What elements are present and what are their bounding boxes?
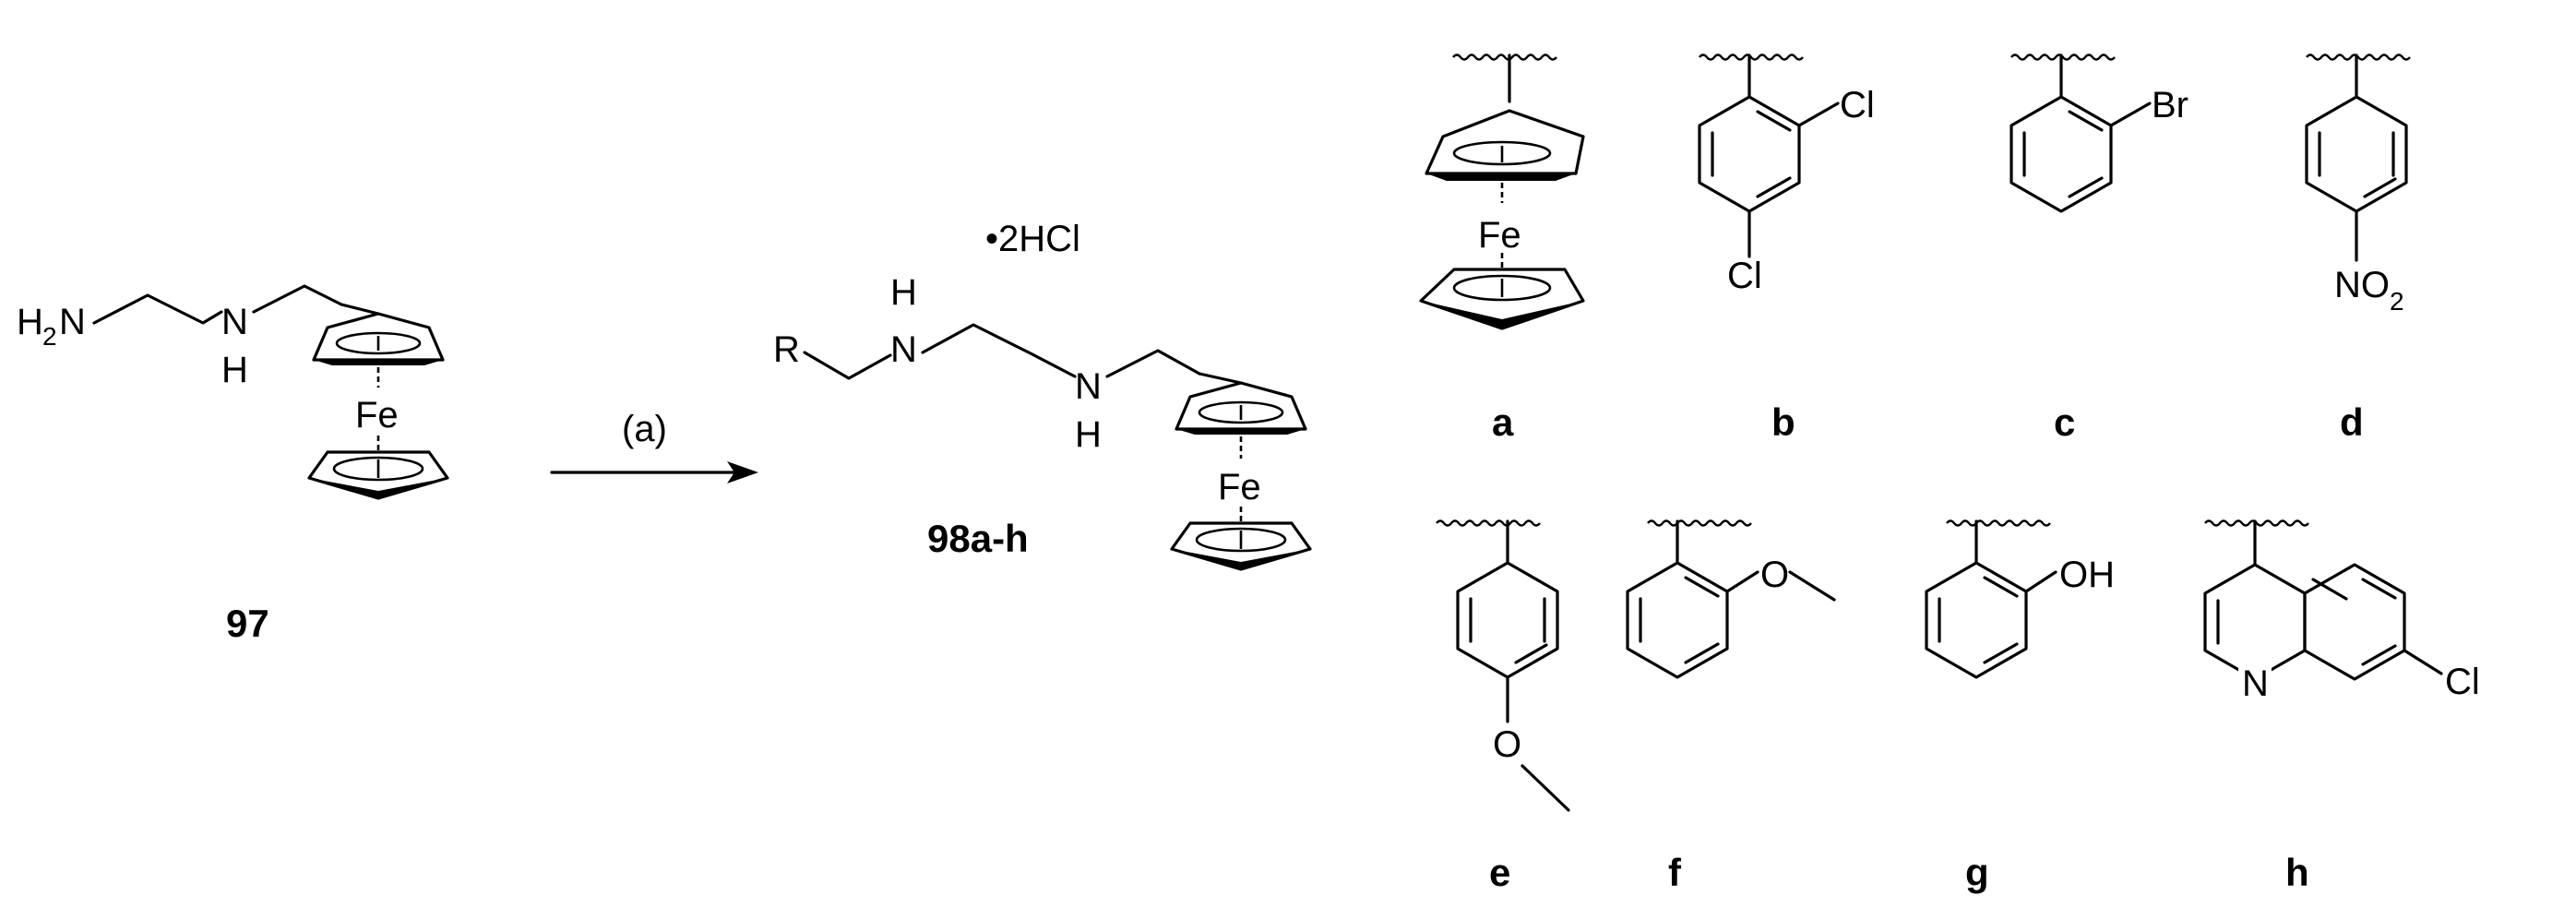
substituent-b: Cl Cl b [1698, 54, 1875, 444]
atom-h-2: H [1075, 414, 1102, 455]
r-bond [803, 351, 892, 380]
r-group: R [773, 329, 800, 370]
atom-h2n-sub: 2 [42, 322, 57, 351]
atom-n-1: N [890, 329, 917, 370]
compound-97: H 2 N N H Fe 97 [17, 284, 449, 645]
atom-h2n-h: H [17, 302, 43, 342]
atom-fe-98: Fe [1218, 467, 1261, 507]
ethylene-bond-98 [921, 323, 1077, 378]
atom-no2: NO [2334, 265, 2390, 305]
label-h: h [2285, 851, 2309, 894]
atom-cl-b1: Cl [1840, 85, 1875, 125]
atom-o-f: O [1760, 555, 1789, 595]
atom-h-1: H [890, 272, 917, 313]
atom-o-e: O [1493, 724, 1521, 765]
atom-fe-a: Fe [1478, 215, 1521, 256]
label-a: a [1492, 400, 1514, 444]
substituent-e: O e [1436, 519, 1570, 894]
methylene-bond-98 [1105, 349, 1201, 378]
substituent-f: O f [1626, 519, 1836, 894]
compound-98: •2HCl R H N N H Fe 98a-h [773, 219, 1312, 571]
atom-h2n-n: N [59, 302, 86, 342]
atom-br: Br [2152, 85, 2188, 125]
salt-label: •2HCl [985, 219, 1080, 259]
atom-oh: OH [2059, 555, 2115, 595]
substituent-g: OH g [1925, 519, 2115, 894]
atom-n: N [221, 302, 248, 342]
atom-n-quinoline: N [2242, 663, 2269, 704]
ethylene-bond [92, 293, 223, 325]
substituent-d: NO 2 d [2305, 54, 2411, 444]
atom-h: H [221, 350, 248, 390]
compound-label-97: 97 [226, 602, 269, 645]
label-g: g [1965, 851, 1989, 894]
atom-n-2: N [1075, 366, 1102, 407]
substituent-a: Fe a [1419, 54, 1585, 444]
atom-no2-sub: 2 [2390, 287, 2404, 316]
label-b: b [1771, 400, 1795, 444]
reaction-condition: (a) [622, 409, 667, 449]
atom-cl-b2: Cl [1727, 256, 1762, 296]
ferrocene-97: Fe [307, 303, 449, 500]
substituent-h: Cl N h [2203, 519, 2480, 894]
ferrocene-98: Fe [1170, 372, 1312, 571]
label-f: f [1668, 851, 1682, 894]
label-d: d [2340, 400, 2364, 444]
atom-cl-h: Cl [2445, 662, 2480, 702]
reaction-arrow: (a) [550, 409, 758, 483]
label-e: e [1489, 851, 1510, 894]
methylene-bond [252, 284, 343, 314]
compound-label-98: 98a-h [927, 517, 1029, 560]
substituent-c: Br c [2010, 54, 2188, 444]
label-c: c [2054, 400, 2075, 444]
atom-fe: Fe [355, 395, 399, 436]
